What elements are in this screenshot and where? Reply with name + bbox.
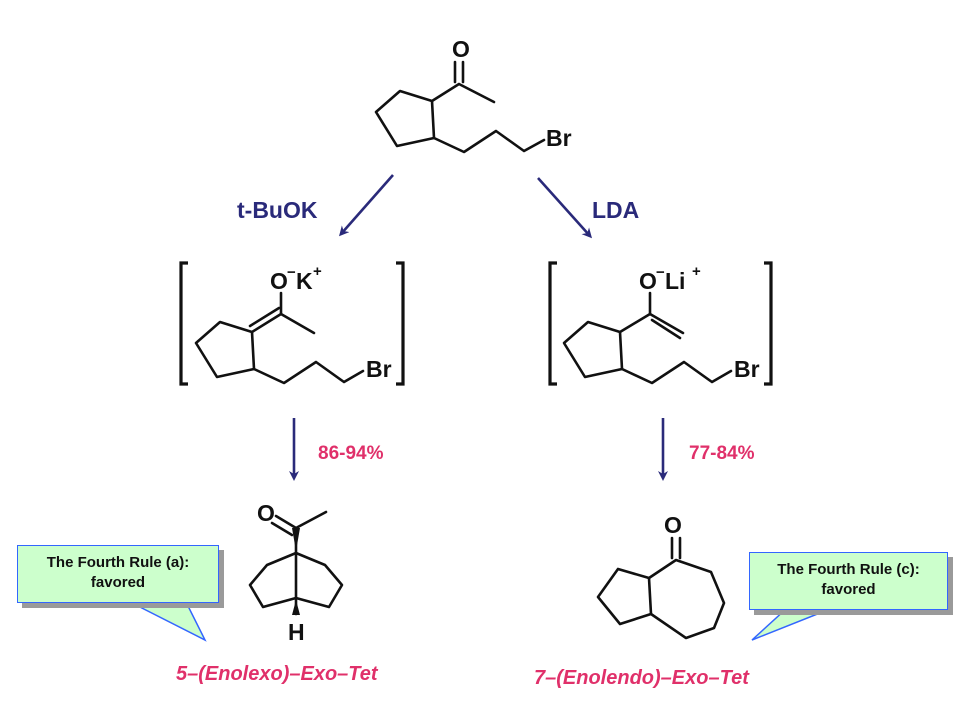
callout-left-line1: The Fourth Rule (a): xyxy=(46,554,190,571)
right-enolate-negative: − xyxy=(656,264,665,281)
wedge-bond-top xyxy=(292,528,300,551)
left-enolate-potassium: K xyxy=(296,268,313,294)
left-enolate-oxygen: O xyxy=(270,268,288,294)
left-product-oxygen: O xyxy=(257,500,275,526)
left-product-bicyclic-ketone: O H xyxy=(248,500,344,645)
callout-right-pointer xyxy=(751,608,831,641)
left-product-hydrogen: H xyxy=(288,619,305,645)
left-enolate-bromine: Br xyxy=(366,356,392,382)
yield-right: 77-84% xyxy=(689,443,755,464)
right-product-label: 7–(Enolendo)–Exo–Tet xyxy=(534,667,750,689)
arrow-to-left-enolate xyxy=(339,174,394,237)
right-enolate-oxygen: O xyxy=(639,268,657,294)
callout-left-line2: favored xyxy=(90,574,146,591)
start-oxygen-atom: O xyxy=(452,36,470,62)
callout-right-line1: The Fourth Rule (c): xyxy=(777,561,920,578)
left-enolate-positive: + xyxy=(313,263,322,280)
right-enolate-intermediate: O − Li + Br xyxy=(548,261,773,386)
wedge-bond-bottom xyxy=(292,600,300,615)
right-product-oxygen: O xyxy=(664,512,682,538)
yield-left: 86-94% xyxy=(318,443,384,464)
right-enolate-lithium: Li xyxy=(665,268,685,294)
callout-fourth-rule-c: The Fourth Rule (c): favored xyxy=(749,552,948,610)
arrow-to-right-enolate xyxy=(537,177,593,239)
left-enolate-negative: − xyxy=(287,264,296,281)
left-enolate-intermediate: O − K + Br xyxy=(179,261,405,386)
reagent-right: LDA xyxy=(592,197,639,223)
callout-right-line2: favored xyxy=(821,581,876,598)
callout-fourth-rule-a: The Fourth Rule (a): favored xyxy=(17,545,219,603)
callout-left-pointer xyxy=(129,601,207,642)
left-product-label: 5–(Enolexo)–Exo–Tet xyxy=(176,663,379,685)
starting-material: O Br xyxy=(374,36,572,154)
start-bromine-atom: Br xyxy=(546,125,572,151)
right-enolate-positive: + xyxy=(692,263,701,280)
right-product-bicyclic-ketone: O xyxy=(596,512,726,640)
reagent-left: t-BuOK xyxy=(237,197,318,223)
right-enolate-bromine: Br xyxy=(734,356,760,382)
